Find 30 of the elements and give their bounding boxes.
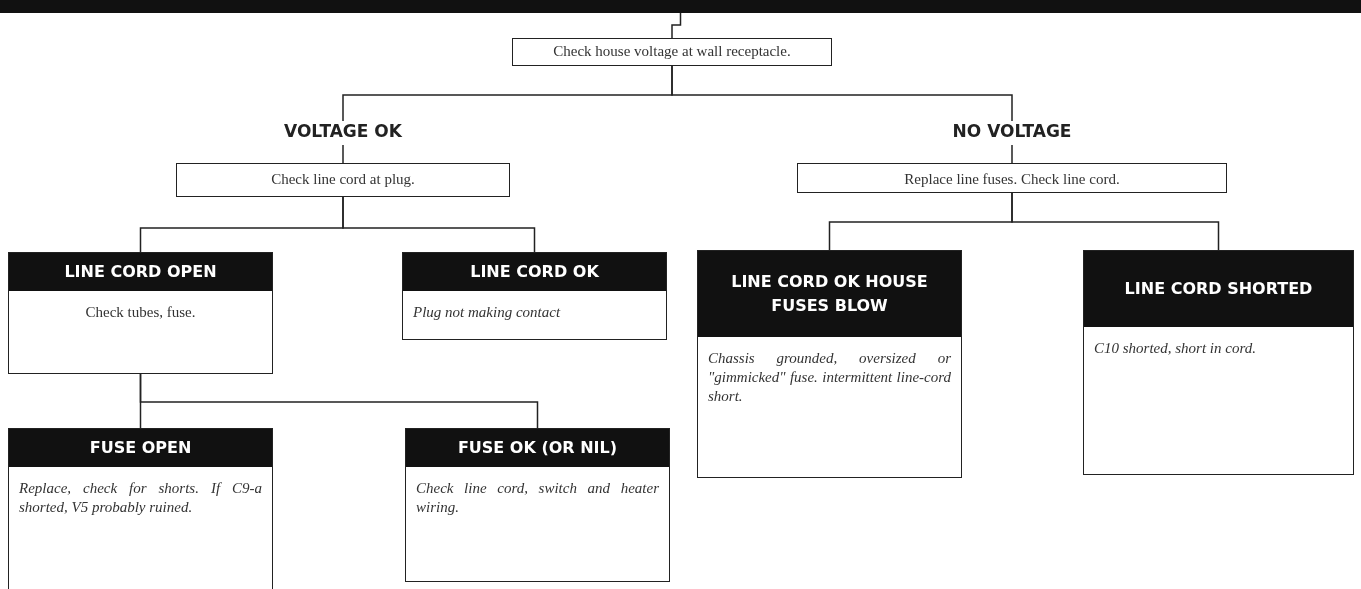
process-box (405, 428, 670, 582)
process-box (797, 163, 1227, 193)
box-heading: LINE CORD OK HOUSE FUSES BLOW (698, 251, 961, 337)
box-heading: LINE CORD SHORTED (1084, 251, 1353, 327)
box-heading: LINE CORD OPEN (9, 253, 272, 291)
box-text: Check line cord, switch and heater wiring. (415, 479, 660, 517)
process-box (8, 252, 273, 374)
box-text: C10 shorted, short in cord. (1093, 339, 1257, 358)
connector-line (671, 12, 682, 39)
connector-line (139, 373, 539, 429)
box-text: Replace, check for shorts. If C9-a shorted, V5 probably ruined. (18, 479, 263, 517)
process-box (8, 428, 273, 589)
connector-line (342, 196, 536, 253)
connector-line (1011, 192, 1220, 251)
box-text: Check line cord at plug. (270, 170, 416, 189)
box-heading: FUSE OK (OR NIL) (406, 429, 669, 467)
box-text: Replace line fuses. Check line cord. (903, 170, 1121, 189)
box-heading: LINE CORD OK (403, 253, 666, 291)
box-text: Check tubes, fuse. (84, 303, 197, 322)
box-text: Check house voltage at wall receptacle. (552, 42, 792, 61)
connector-line (671, 65, 1013, 122)
process-box (512, 38, 832, 66)
process-box (697, 250, 962, 478)
header-bar (0, 0, 1361, 13)
box-text: Plug not making contact (412, 303, 562, 322)
box-text: Chassis grounded, oversized or "gimmicked" fuse. intermittent line-cord short. (707, 349, 952, 406)
process-box (1083, 250, 1354, 475)
process-box (176, 163, 510, 197)
process-box (402, 252, 667, 340)
box-heading: FUSE OPEN (9, 429, 272, 467)
